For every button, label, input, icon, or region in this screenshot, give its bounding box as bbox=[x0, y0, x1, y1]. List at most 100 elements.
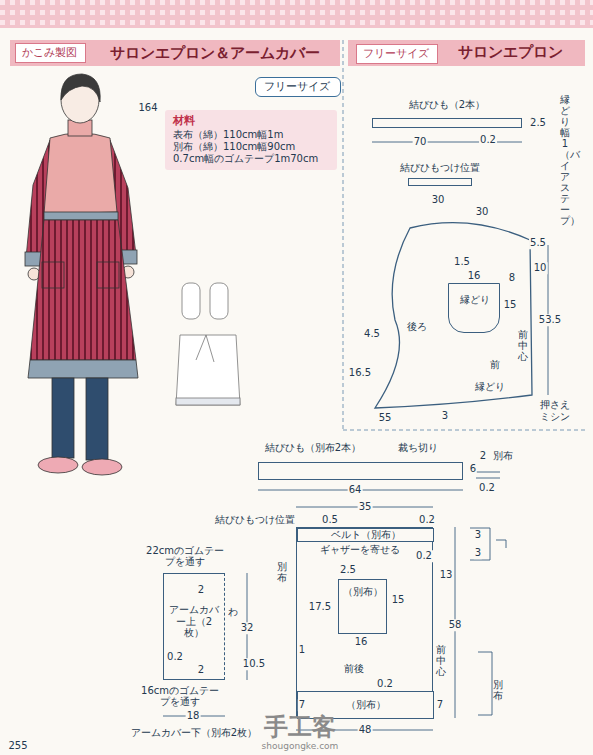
strip-outline bbox=[408, 178, 472, 186]
node-heading: かこみ製図 bbox=[22, 46, 79, 59]
dimension-label: 7 bbox=[436, 699, 444, 711]
dimension-label: 17.5 bbox=[308, 601, 332, 613]
vertical-note: 別布 bbox=[493, 678, 503, 702]
dimension-label: 2 bbox=[197, 584, 205, 596]
dimension-label: 2 bbox=[197, 664, 205, 676]
node-heading: 結びひもつけ位置 bbox=[400, 162, 480, 174]
dimension-label: 16 bbox=[354, 636, 369, 648]
watermark: 手工客 bbox=[263, 714, 337, 742]
vertical-note: 前中心 bbox=[518, 328, 528, 363]
dimension-label: 30 bbox=[431, 194, 446, 206]
node-text: 前 bbox=[490, 359, 500, 371]
dimension-label: 3 bbox=[474, 547, 482, 559]
dimension-label: 16.5 bbox=[348, 367, 372, 379]
dimension-label: 0.2 bbox=[418, 514, 436, 526]
belt-piece: ベルト（別布） bbox=[297, 528, 434, 542]
dimension-label: 58 bbox=[448, 619, 463, 631]
dimension-label: 2.5 bbox=[529, 117, 547, 129]
dimension-label: 32 bbox=[240, 622, 255, 634]
dimension-label: 18 bbox=[186, 710, 201, 722]
dimension-label: 48 bbox=[358, 724, 373, 736]
node-text: 0.7cm幅のゴムテープ1m70cm bbox=[173, 153, 329, 165]
materials-box: 材料表布（綿）110cm幅1m別布（綿）110cm幅90cm0.7cm幅のゴムテ… bbox=[165, 110, 337, 170]
dimension-label: 6 bbox=[469, 463, 477, 475]
dimension-label: 0.2 bbox=[376, 678, 394, 690]
dimension-label: 55 bbox=[378, 412, 393, 424]
dimension-label: 70 bbox=[413, 136, 428, 148]
dimension-label: 0.5 bbox=[321, 514, 339, 526]
dimension-label: 3 bbox=[441, 410, 449, 422]
node-heading: フリーサイズ bbox=[264, 80, 332, 93]
dimension-label: 53.5 bbox=[538, 314, 562, 326]
header-band bbox=[348, 40, 585, 66]
node-heading: 前後 bbox=[344, 663, 364, 675]
node-heading: アームカバー上（2枚） bbox=[166, 604, 222, 639]
node-heading: 結びひも（別布2本） bbox=[265, 442, 361, 454]
dimension-label: 30 bbox=[475, 206, 490, 218]
size-tag: フリーサイズ bbox=[356, 44, 438, 64]
strip-outline bbox=[163, 573, 225, 680]
top-banner bbox=[0, 0, 593, 28]
sewing-note: 22cmのゴムテープを通す bbox=[143, 545, 227, 567]
dimension-label: 10 bbox=[533, 262, 548, 274]
dimension-label: 13 bbox=[439, 569, 454, 581]
dimension-label: 64 bbox=[348, 484, 363, 496]
dimension-label: 2 bbox=[479, 450, 487, 462]
vertical-note: 別布 bbox=[277, 560, 287, 584]
header-band bbox=[10, 40, 340, 66]
strip-outline bbox=[258, 462, 463, 480]
node-heading: 縁どり bbox=[460, 294, 490, 306]
node-text: アームカバー下（別布2枚） bbox=[131, 727, 257, 739]
dimension-label: 255 bbox=[7, 740, 28, 752]
dimension-label: 15 bbox=[503, 299, 518, 311]
tie-strip: 結びひも（別布2本） 裁ち切り bbox=[258, 440, 463, 482]
dimension-label: 164 bbox=[137, 102, 158, 114]
vertical-note: 前中心 bbox=[436, 643, 446, 678]
pattern-outline bbox=[375, 223, 532, 408]
section-title: サロンエプロン bbox=[457, 44, 564, 61]
node-heading: 材料 bbox=[173, 114, 329, 127]
dimension-label: 10.5 bbox=[242, 658, 266, 670]
node-heading: （別布） bbox=[343, 586, 383, 598]
sewing-note: 16cmのゴムテープを通す bbox=[138, 685, 222, 707]
node-heading: （別布） bbox=[346, 699, 386, 711]
tie-strip: 結びひもつけ位置 bbox=[405, 160, 475, 188]
node-heading: フリーサイズ bbox=[363, 47, 431, 60]
apron-piece: 後ろ前縁どり bbox=[355, 215, 540, 415]
dimension-label: 縁どり bbox=[474, 381, 506, 393]
node-text: 別布（綿）110cm幅90cm bbox=[173, 141, 329, 153]
woman-figure bbox=[25, 74, 138, 475]
dimension-label: 4.5 bbox=[363, 328, 381, 340]
dimension-label: 1.5 bbox=[453, 256, 471, 268]
dimension-lines bbox=[163, 117, 548, 730]
page-title: サロンエプロン＆アームカバー bbox=[110, 44, 320, 63]
dimension-label: 0.2 bbox=[478, 482, 496, 494]
dimension-label: 7 bbox=[298, 699, 306, 711]
dimension-label: 0.2 bbox=[479, 134, 497, 146]
node-heading: ベルト（別布） bbox=[331, 529, 401, 541]
dimension-label: 3 bbox=[474, 529, 482, 541]
pocket-piece: （別布） bbox=[338, 579, 387, 634]
node-text: 表布（綿）110cm幅1m bbox=[173, 129, 329, 141]
dimension-label: 2.5 bbox=[339, 564, 357, 576]
dimension-label: わ bbox=[227, 606, 239, 618]
dimension-label: 15 bbox=[391, 594, 406, 606]
node-heading: 結びひも（2本） bbox=[409, 99, 485, 111]
node-text: 裁ち切り bbox=[398, 442, 438, 454]
dimension-label: 8 bbox=[508, 272, 516, 284]
divider bbox=[343, 40, 588, 430]
dimension-label: 0.2 bbox=[415, 550, 433, 562]
sewing-note: 押さえミシン bbox=[538, 399, 572, 422]
product-sketch bbox=[176, 283, 240, 405]
strip-outline bbox=[372, 118, 522, 128]
tie-strip: 結びひも（2本） bbox=[372, 96, 522, 130]
dimension-label: 別布 bbox=[492, 450, 514, 462]
dimension-label: 1 bbox=[298, 644, 306, 656]
vertical-note: 縁どり幅1（バイアステープ） bbox=[560, 93, 570, 227]
size-tag: フリーサイズ bbox=[255, 77, 341, 97]
pocket-piece: 縁どり bbox=[448, 283, 500, 333]
section-tag: かこみ製図 bbox=[15, 43, 86, 63]
dimension-label: 結びひもつけ位置 bbox=[214, 514, 296, 526]
node-heading: 後ろ bbox=[407, 321, 427, 333]
dimension-label: 35 bbox=[358, 501, 373, 513]
